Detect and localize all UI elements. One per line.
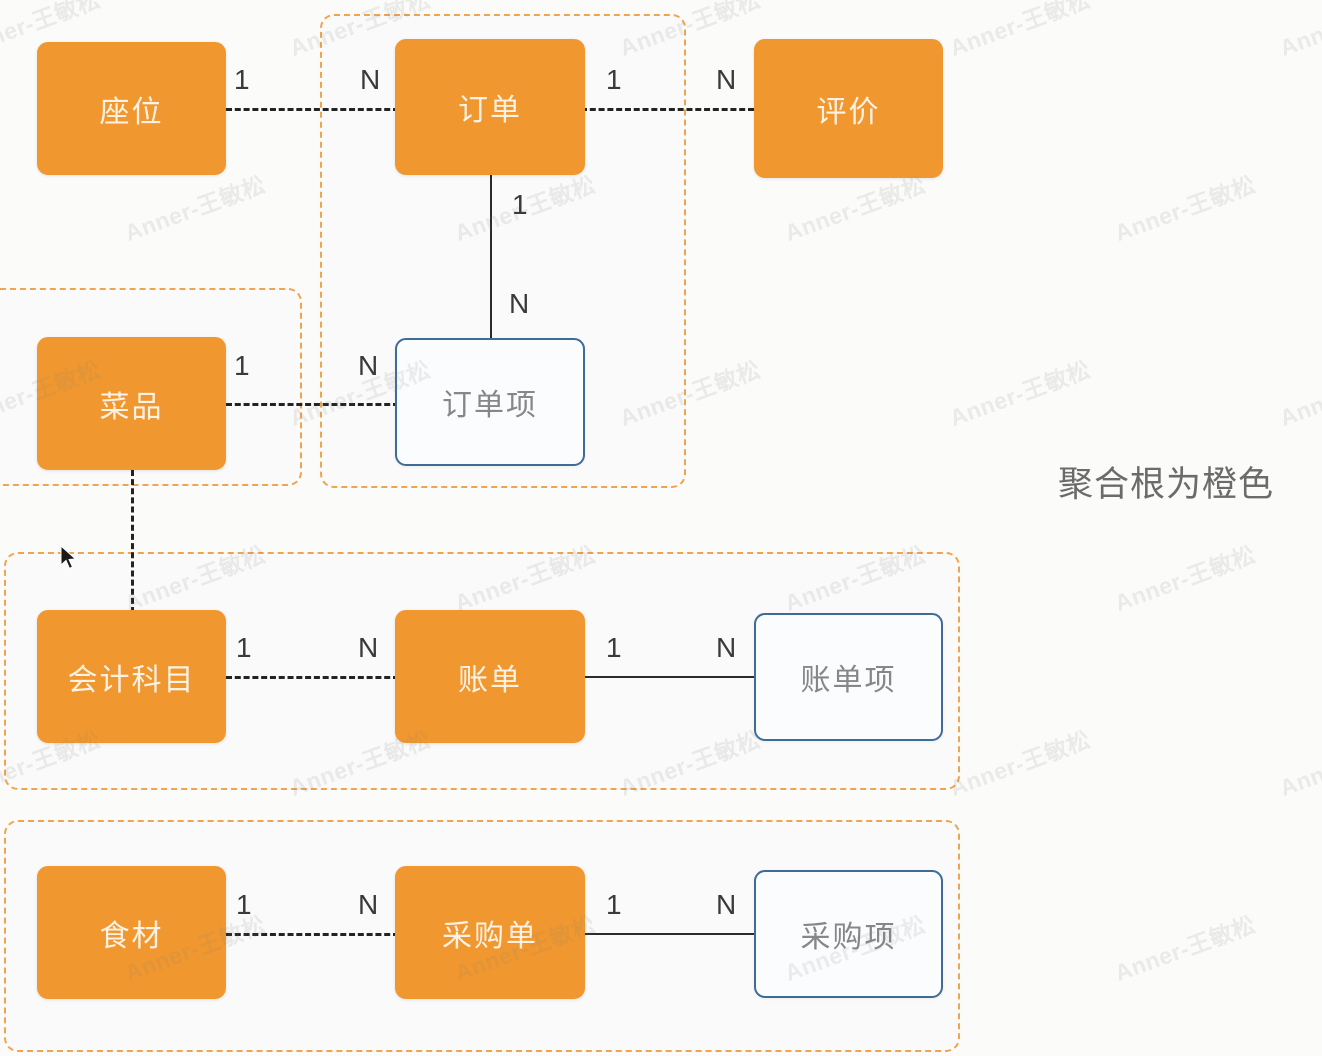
node-order-label: 订单 (458, 94, 522, 127)
connector-order-review (581, 108, 754, 111)
connector-order-orderitem (490, 175, 492, 338)
cardinality-ingredient-out: 1 (236, 889, 252, 920)
cardinality-bill-item-in: N (716, 632, 737, 663)
cardinality-dish-out: 1 (234, 350, 250, 381)
node-seat[interactable]: 座位 (37, 42, 226, 175)
cardinality-review-in: N (716, 64, 737, 95)
node-order-item-label: 订单项 (442, 389, 538, 422)
node-account-label: 会计科目 (67, 663, 196, 697)
node-dish-label: 菜品 (99, 390, 164, 424)
watermark-text: Anner-王敏松 (1111, 911, 1259, 987)
cardinality-order-out: 1 (606, 64, 622, 95)
connector-bill-billitem (581, 676, 754, 678)
cardinality-order-in: N (360, 64, 381, 95)
watermark-text: Anner-王敏松 (946, 0, 1094, 62)
watermark-text: Anner-王敏松 (946, 726, 1094, 802)
cardinality-bill-in: N (358, 632, 379, 663)
watermark-text: Anner-王敏松 (1276, 356, 1322, 432)
watermark-text: Anner-王敏松 (121, 171, 269, 247)
node-ingredient[interactable]: 食材 (37, 866, 226, 999)
cardinality-order-item-up: N (509, 288, 530, 319)
node-account[interactable]: 会计科目 (37, 610, 226, 743)
cardinality-purchase-out: 1 (606, 889, 622, 920)
node-purchase-item[interactable]: 采购项 (754, 870, 943, 998)
cardinality-seat-out: 1 (234, 64, 250, 95)
connector-seat-order (226, 108, 399, 111)
node-purchase[interactable]: 采购单 (395, 866, 585, 999)
cardinality-order-down: 1 (512, 189, 528, 220)
node-purchase-label: 采购单 (442, 919, 538, 953)
legend-note: 聚合根为橙色 (1058, 465, 1275, 504)
node-seat-label: 座位 (99, 95, 164, 129)
connector-dish-orderitem (226, 403, 399, 406)
node-review[interactable]: 评价 (754, 39, 943, 178)
watermark-text: Anner-王敏松 (1111, 541, 1259, 617)
cardinality-purchase-item-in: N (716, 889, 737, 920)
cardinality-order-item-left: N (358, 350, 379, 381)
cardinality-bill-out: 1 (606, 632, 622, 663)
node-dish[interactable]: 菜品 (37, 337, 226, 470)
mouse-cursor-icon (60, 545, 77, 570)
node-bill-label: 账单 (458, 663, 522, 697)
node-bill-item[interactable]: 账单项 (754, 613, 943, 741)
connector-purchase-purchaseitem (581, 933, 754, 935)
connector-ingredient-purchase (226, 933, 399, 936)
cardinality-purchase-in: N (358, 889, 379, 920)
watermark-text: Anner-王敏松 (946, 356, 1094, 432)
watermark-text: Anner-王敏松 (1276, 726, 1322, 802)
node-bill[interactable]: 账单 (395, 610, 585, 743)
connector-dish-account (131, 470, 134, 613)
node-purchase-item-label: 采购项 (800, 921, 897, 954)
node-ingredient-label: 食材 (99, 919, 164, 953)
watermark-text: Anner-王敏松 (1276, 0, 1322, 62)
node-order-item[interactable]: 订单项 (395, 338, 585, 466)
connector-account-bill (226, 676, 399, 679)
node-order[interactable]: 订单 (395, 39, 585, 175)
node-bill-item-label: 账单项 (800, 664, 897, 697)
cardinality-account-out: 1 (236, 632, 252, 663)
node-review-label: 评价 (816, 95, 881, 129)
watermark-text: Anner-王敏松 (1111, 171, 1259, 247)
